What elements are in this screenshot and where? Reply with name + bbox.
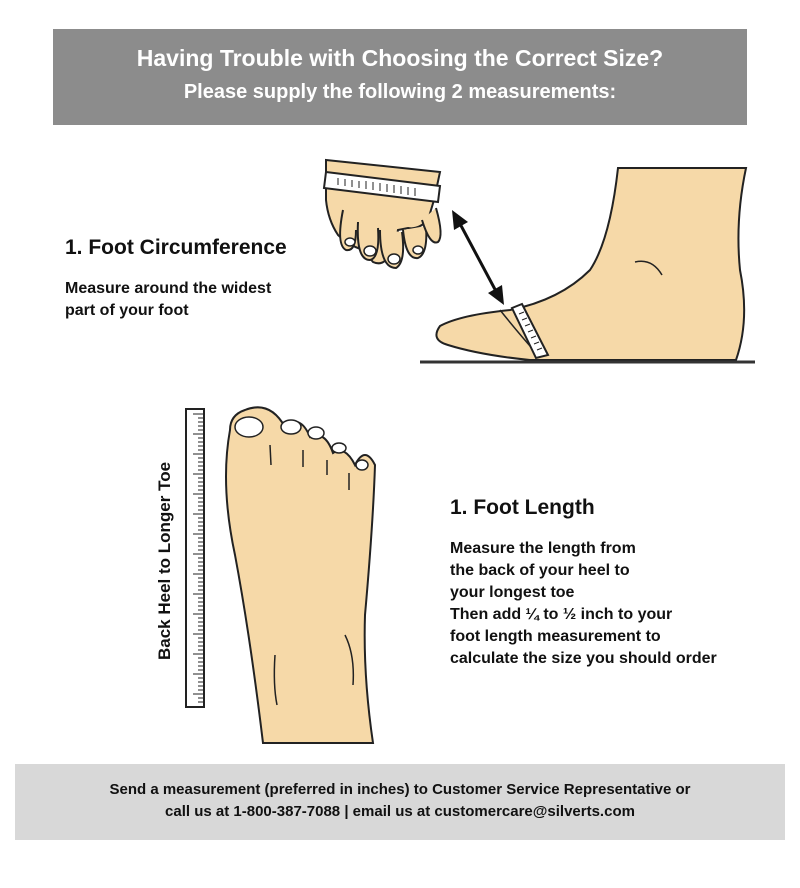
- footer-line-2: call us at 1-800-387-7088 | email us at …: [165, 803, 635, 820]
- toes-front-illustration: [322, 158, 442, 270]
- footer-contact-banner: Send a measurement (preferred in inches)…: [15, 764, 785, 840]
- double-arrow-icon: [452, 210, 504, 305]
- circumference-instructions: Measure around the widest part of your f…: [65, 280, 272, 319]
- length-title: 1. Foot Length: [450, 496, 595, 519]
- ruler-label: Back Heel to Longer Toe: [155, 461, 174, 661]
- header-subtitle: Please supply the following 2 measuremen…: [183, 81, 617, 103]
- length-instructions: Measure the length from the back of your…: [450, 540, 717, 667]
- header-title: Having Trouble with Choosing the Correct…: [136, 45, 664, 71]
- foot-side-illustration: [420, 167, 755, 364]
- circumference-title: 1. Foot Circumference: [65, 236, 287, 259]
- footer-line-1: Send a measurement (preferred in inches)…: [109, 781, 691, 798]
- foot-top-illustration: [225, 406, 377, 744]
- header-banner: Having Trouble with Choosing the Correct…: [53, 29, 747, 125]
- ruler-illustration: [185, 408, 205, 708]
